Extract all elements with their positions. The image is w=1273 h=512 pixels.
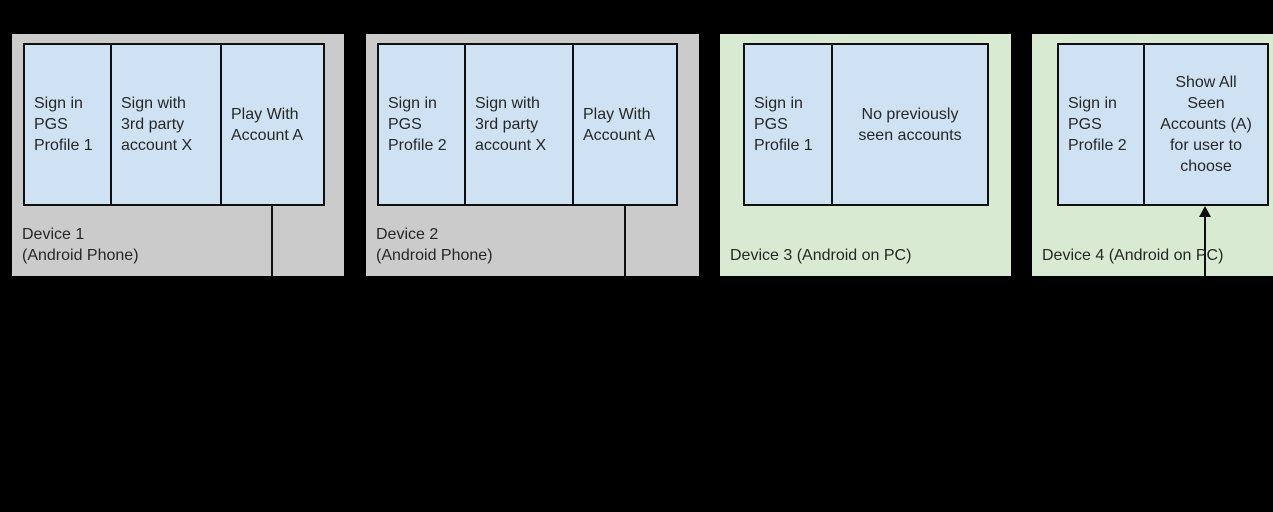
device-2-label: Device 2 (Android Phone) <box>376 226 493 264</box>
step-label: Sign in PGS Profile 2 <box>388 95 447 154</box>
step-label: Play With Account A <box>583 105 656 144</box>
step-play-with-account-a: Play With Account A <box>572 45 676 204</box>
step-play-with-account-a: Play With Account A <box>220 45 323 204</box>
step-sign-in-pgs-profile-1: Sign in PGS Profile 1 <box>745 45 831 204</box>
device-2-step-row: Sign in PGS Profile 2 Sign with 3rd part… <box>377 43 678 206</box>
device-3-card: Sign in PGS Profile 1 No previously seen… <box>720 34 1011 276</box>
connector-line-down <box>271 206 273 276</box>
step-sign-with-3rd-party-account: Sign with 3rd party account X <box>464 45 572 204</box>
device-3-label: Device 3 (Android on PC) <box>730 247 912 264</box>
device-4-label: Device 4 (Android on PC) <box>1042 247 1224 264</box>
step-show-all-seen-accounts: Show All Seen Accounts (A) for user to c… <box>1143 45 1267 204</box>
device-1-label: Device 1 (Android Phone) <box>22 226 139 264</box>
step-label: Sign in PGS Profile 1 <box>34 95 93 154</box>
device-4-card: Sign in PGS Profile 2 Show All Seen Acco… <box>1032 34 1273 276</box>
step-sign-in-pgs-profile-1: Sign in PGS Profile 1 <box>25 45 110 204</box>
step-sign-in-pgs-profile-2: Sign in PGS Profile 2 <box>1059 45 1143 204</box>
connector-line-down <box>624 206 626 276</box>
step-label: Play With Account A <box>231 105 304 144</box>
connector-line-up <box>1204 216 1206 276</box>
arrow-up-icon <box>1199 206 1211 217</box>
step-label: Sign in PGS Profile 2 <box>1068 95 1127 154</box>
step-sign-with-3rd-party-account: Sign with 3rd party account X <box>110 45 220 204</box>
step-sign-in-pgs-profile-2: Sign in PGS Profile 2 <box>379 45 464 204</box>
step-label: Sign in PGS Profile 1 <box>754 95 813 154</box>
device-1-card: Sign in PGS Profile 1 Sign with 3rd part… <box>12 34 344 276</box>
step-label: Show All Seen Accounts (A) for user to c… <box>1160 74 1252 175</box>
device-4-step-row: Sign in PGS Profile 2 Show All Seen Acco… <box>1057 43 1269 206</box>
device-3-step-row: Sign in PGS Profile 1 No previously seen… <box>743 43 989 206</box>
step-label: Sign with 3rd party account X <box>475 95 547 154</box>
step-label: Sign with 3rd party account X <box>121 95 193 154</box>
step-label: No previously seen accounts <box>858 105 962 144</box>
device-1-step-row: Sign in PGS Profile 1 Sign with 3rd part… <box>23 43 325 206</box>
device-2-card: Sign in PGS Profile 2 Sign with 3rd part… <box>366 34 699 276</box>
step-no-previously-seen-accounts: No previously seen accounts <box>831 45 987 204</box>
